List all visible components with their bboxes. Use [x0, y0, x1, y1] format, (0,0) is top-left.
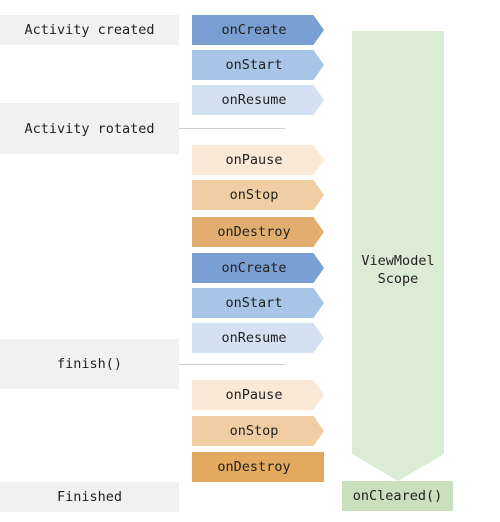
- divider-finish: [179, 364, 285, 365]
- callback-on-create: onCreate: [192, 15, 324, 45]
- callback-on-pause: onPause: [192, 380, 324, 410]
- callback-on-start: onStart: [192, 50, 324, 80]
- callback-on-destroy-final: onDestroy: [192, 452, 324, 482]
- callback-on-pause: onPause: [192, 145, 324, 175]
- event-finish-call: finish(): [0, 339, 179, 389]
- on-cleared-box: onCleared(): [342, 481, 453, 511]
- event-activity-rotated: Activity rotated: [0, 103, 179, 154]
- viewmodel-scope-arrow: [352, 31, 444, 481]
- callback-on-resume: onResume: [192, 323, 324, 353]
- callback-on-resume: onResume: [192, 85, 324, 115]
- divider-rotated: [179, 128, 285, 129]
- event-finished: Finished: [0, 482, 179, 512]
- callback-on-destroy: onDestroy: [192, 217, 324, 247]
- callback-on-stop: onStop: [192, 180, 324, 210]
- callback-on-start: onStart: [192, 288, 324, 318]
- event-activity-created: Activity created: [0, 15, 179, 45]
- viewmodel-scope-label: ViewModel Scope: [361, 253, 435, 287]
- callback-on-create: onCreate: [192, 253, 324, 283]
- callback-on-stop: onStop: [192, 416, 324, 446]
